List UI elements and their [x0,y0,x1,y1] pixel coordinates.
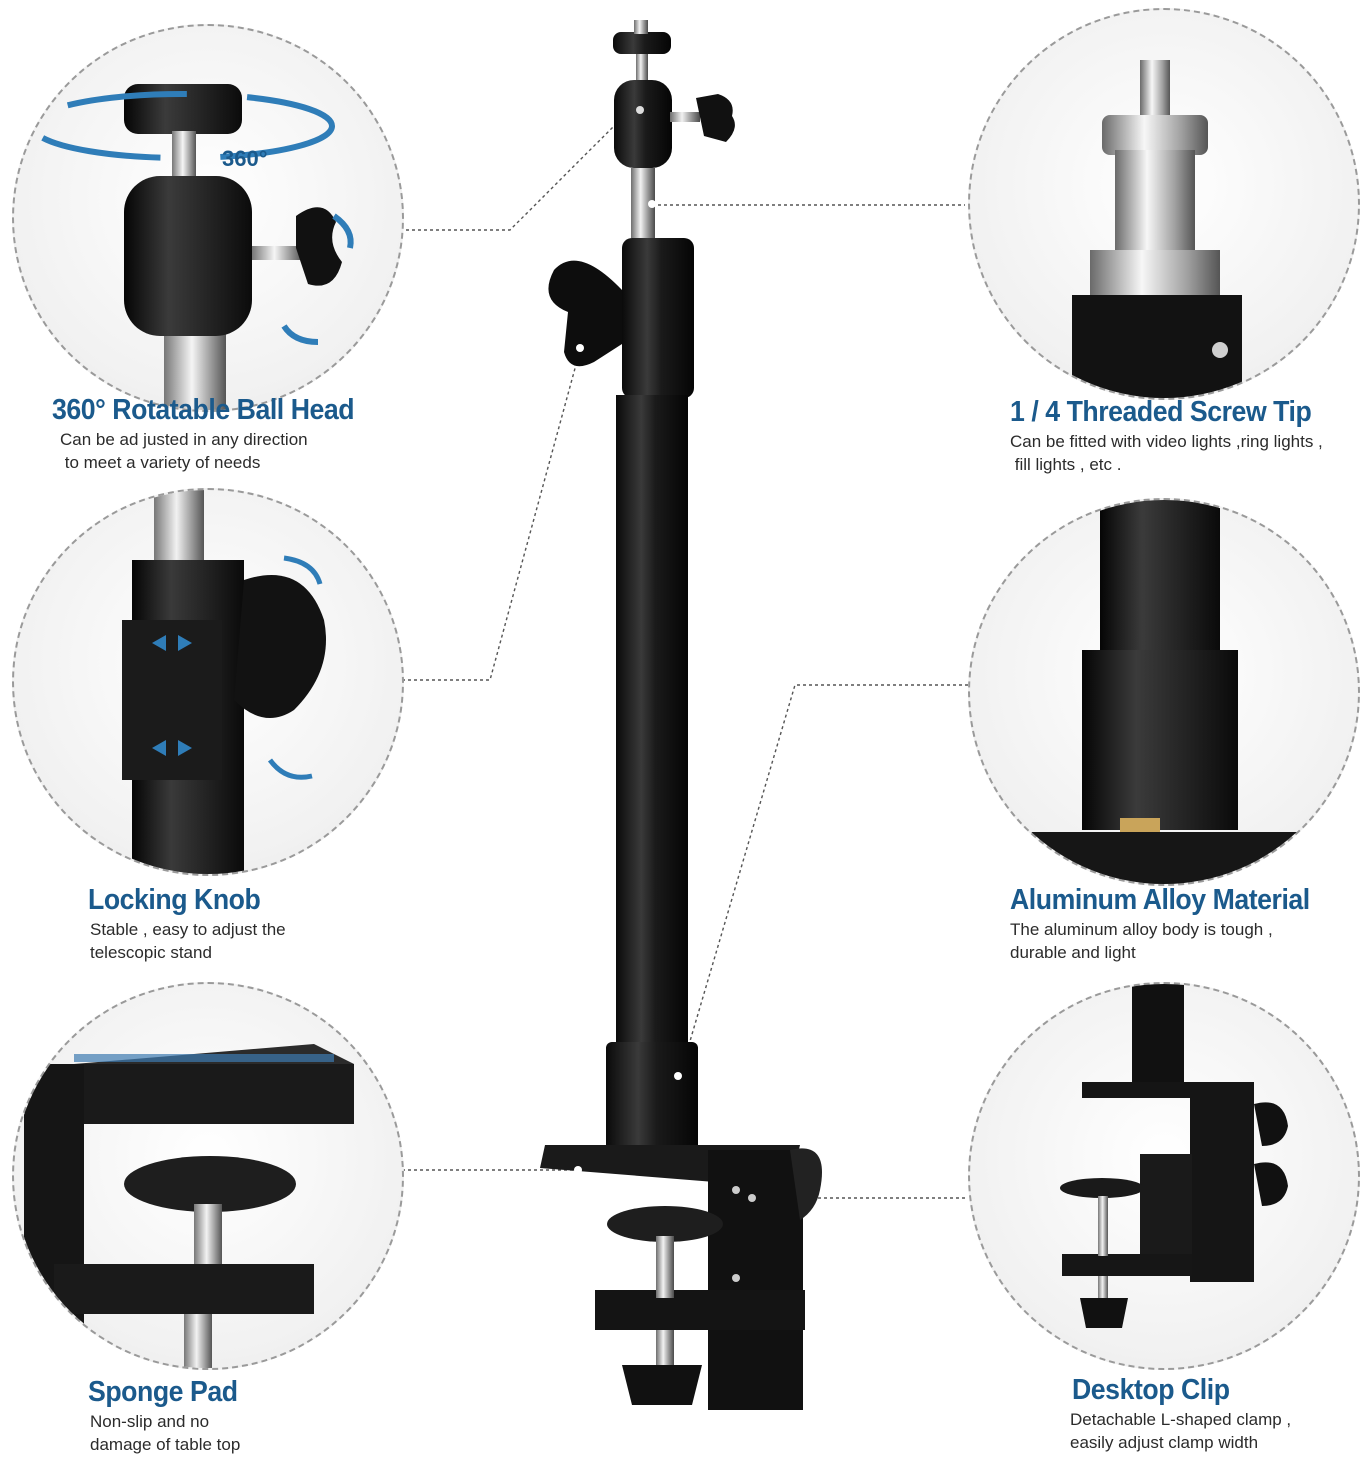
desktop-clip-description-line: Detachable L-shaped clamp , [1070,1410,1292,1429]
screw-tip-title: 1 / 4 Threaded Screw Tip [1010,396,1312,428]
sponge-pad-title: Sponge Pad [88,1376,238,1408]
sponge-pad-detail-image [12,982,404,1370]
stand-locking-knob [548,260,622,367]
locking-knob-description-line: telescopic stand [90,943,212,962]
leader-alloy [679,684,968,1076]
stand-ball-head [613,20,735,168]
sponge-pad-description-line: Non-slip and no [90,1412,210,1431]
screw-tip-description-line: Can be fitted with video lights ,ring li… [1010,432,1323,451]
desktop-clip-detail-image [968,982,1360,1370]
alloy-detail-image [968,498,1360,886]
sponge-pad-description: Non-slip and no damage of table top [90,1410,240,1456]
ball-head-title: 360° Rotatable Ball Head [52,394,355,426]
stand-pole [616,395,688,1045]
ball-head-detail-image: 360° [12,24,404,412]
alloy-description-line: durable and light [1010,943,1136,962]
leader-ball-head [400,109,631,231]
screw-tip-description: Can be fitted with video lights ,ring li… [1010,430,1323,476]
alloy-description: The aluminum alloy body is tough , durab… [1010,918,1273,964]
ball-head-description-line: Can be ad justed in any direction [60,430,308,449]
stand-upper-collar [622,238,694,398]
rotation-badge: 360° [222,146,268,171]
locking-knob-title: Locking Knob [88,884,261,916]
locking-knob-description-line: Stable , easy to adjust the [90,920,286,939]
alloy-title: Aluminum Alloy Material [1010,884,1310,916]
desktop-clip-title: Desktop Clip [1072,1374,1230,1406]
desktop-clip-description: Detachable L-shaped clamp , easily adjus… [1070,1408,1291,1454]
screw-tip-detail-image [968,8,1360,400]
locking-knob-detail-image [12,488,404,876]
stand-desk-clamp [540,1145,822,1410]
alloy-description-line: The aluminum alloy body is tough , [1010,920,1273,939]
ball-head-description-line: to meet a variety of needs [60,453,261,472]
stand-lower-sleeve [606,1042,698,1152]
ball-head-description: Can be ad justed in any direction to mee… [60,428,308,474]
desktop-clip-description-line: easily adjust clamp width [1070,1433,1259,1452]
sponge-pad-description-line: damage of table top [90,1435,241,1454]
locking-knob-description: Stable , easy to adjust the telescopic s… [90,918,286,964]
screw-tip-description-line: fill lights , etc . [1010,455,1122,474]
